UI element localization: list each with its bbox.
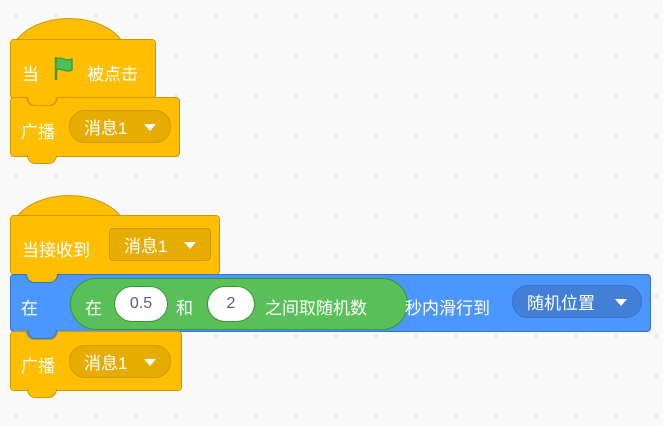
glide-to-block[interactable]: 在 在 0.5 和 2 之间取随机数 秒内滑行到 随机位置 [10,274,651,339]
block-tab [27,155,57,164]
caret-down-icon[interactable] [144,359,156,366]
random-suffix-label: 之间取随机数 [265,299,367,318]
broadcast-block[interactable]: 广播 消息1 [10,97,180,164]
random-to-value: 2 [226,295,236,312]
receive-message-value: 消息1 [124,237,168,256]
block-tab [27,330,57,339]
hat-prefix-label: 当 [22,65,39,84]
green-flag-icon [51,55,77,86]
random-from-input[interactable]: 0.5 [114,286,168,322]
random-from-value: 0.5 [129,295,153,312]
glide-prefix-label: 在 [21,299,38,318]
caret-down-icon[interactable] [144,124,156,131]
when-i-receive-block[interactable]: 当接收到 消息1 [10,215,220,275]
random-prefix-label: 在 [85,299,102,318]
message-dropdown[interactable]: 消息1 [69,345,171,378]
random-number-reporter[interactable]: 在 0.5 和 2 之间取随机数 [70,278,408,330]
random-and-label: 和 [176,299,193,318]
glide-target-dropdown[interactable]: 随机位置 [512,285,642,318]
caret-down-icon[interactable] [184,242,196,249]
hat-suffix-label: 被点击 [87,65,138,84]
broadcast-block[interactable]: 广播 消息1 [10,331,182,398]
when-flag-clicked-block[interactable]: 当 被点击 [10,39,156,106]
when-receive-label: 当接收到 [22,241,90,260]
message-dropdown[interactable]: 消息1 [69,110,171,143]
block-tab [27,389,57,398]
block-notch [26,274,58,283]
glide-target-value: 随机位置 [527,294,595,313]
glide-suffix-label: 秒内滑行到 [405,299,490,318]
block-tab [27,97,57,106]
broadcast-label: 广播 [21,357,55,376]
caret-down-icon[interactable] [615,299,627,306]
random-to-input[interactable]: 2 [207,286,255,322]
receive-message-dropdown[interactable]: 消息1 [109,228,211,261]
broadcast-label: 广播 [21,123,55,142]
message-dropdown-value: 消息1 [84,119,128,138]
message-dropdown-value: 消息1 [84,354,128,373]
